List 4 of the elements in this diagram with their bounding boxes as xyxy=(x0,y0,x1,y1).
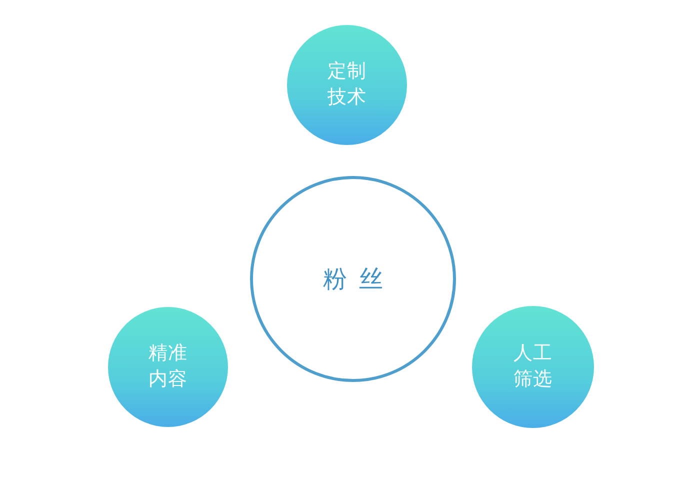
node-label: 人工筛选 xyxy=(514,341,552,392)
node-label: 定制技术 xyxy=(328,59,366,110)
node-label: 粉丝 xyxy=(322,264,395,295)
node-label: 精准内容 xyxy=(148,341,188,392)
